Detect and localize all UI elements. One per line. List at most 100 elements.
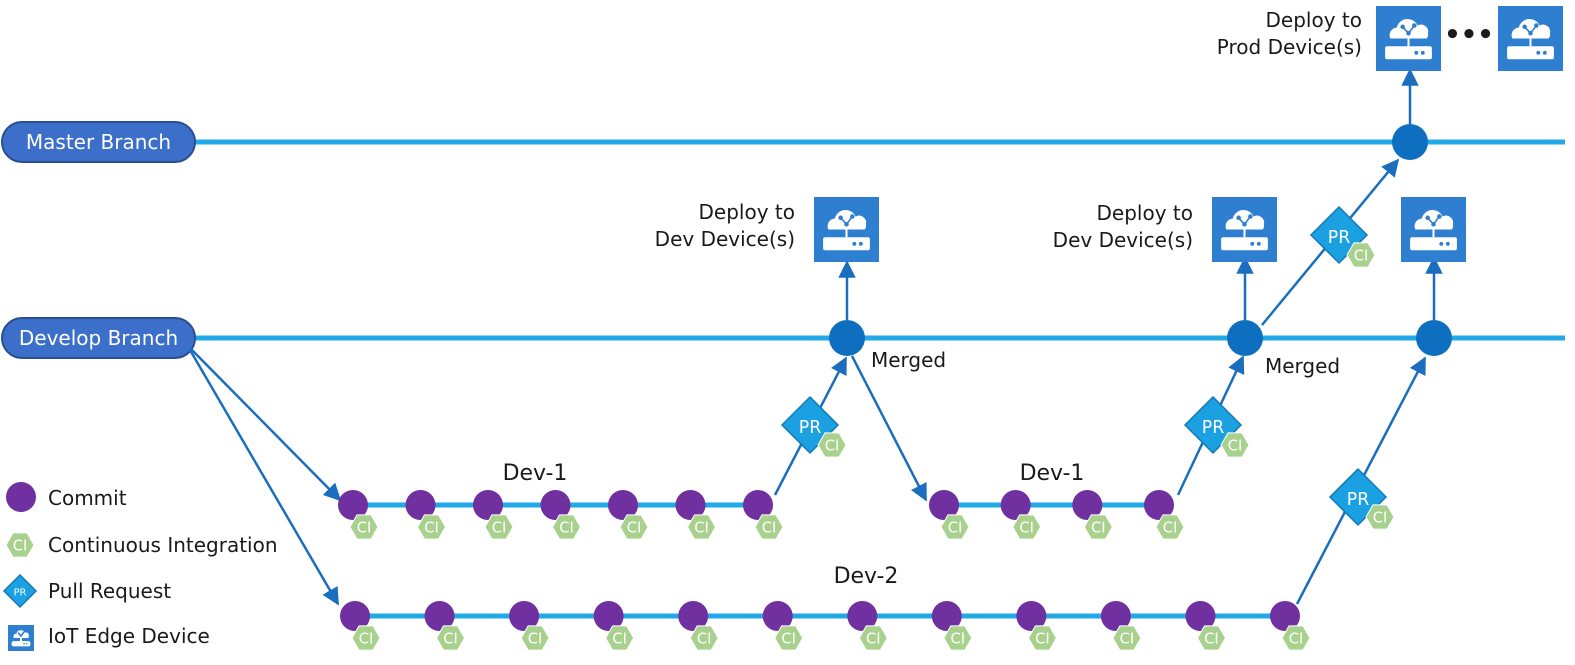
- dev1-first-commit-2: CI: [405, 490, 447, 540]
- master-branch-pill[interactable]: Master Branch: [1, 121, 196, 163]
- dev1-second-commit-1-ci-badge: CI: [940, 514, 970, 540]
- pr-badge-dev1-second-ci-badge: CI: [1220, 432, 1250, 458]
- svg-text:CI: CI: [13, 537, 28, 554]
- dev1-first-commit-1: CI: [338, 490, 379, 540]
- dev2-commit-4-ci-badge: CI: [605, 625, 635, 651]
- dev2-commit-9-ci-badge: CI: [1027, 625, 1057, 651]
- dev2-commit-6-ci-badge: CI: [774, 625, 804, 651]
- merged-label-2: Merged: [1265, 354, 1340, 378]
- merged-label-1: Merged: [871, 348, 946, 372]
- dev2-commit-11: CI: [1185, 601, 1227, 651]
- pr-badge-dev1-first-ci-badge: CI: [817, 432, 847, 458]
- dev2-commit-1: CI: [340, 601, 381, 651]
- legend-icons: CI PR: [2, 482, 38, 651]
- svg-text:CI: CI: [424, 519, 439, 536]
- dev1-first-commit-2-ci-badge: CI: [416, 514, 447, 540]
- svg-text:CI: CI: [359, 630, 374, 647]
- dev2-commit-5: CI: [678, 601, 719, 651]
- deploy-prod-line1: Deploy to: [1266, 8, 1362, 32]
- dev1-first-commit-7-ci-badge: CI: [754, 514, 784, 540]
- svg-text:PR: PR: [1328, 228, 1351, 248]
- svg-text:CI: CI: [1289, 630, 1304, 647]
- svg-text:CI: CI: [948, 519, 963, 536]
- dev2-commit-1-ci-badge: CI: [351, 625, 381, 651]
- dev2-commit-6: CI: [762, 601, 804, 651]
- svg-text:CI: CI: [1120, 630, 1135, 647]
- master-branch-label: Master Branch: [26, 130, 171, 154]
- dev1-second-commit-4-ci-badge: CI: [1155, 514, 1185, 540]
- pr-badge-dev2-ci-badge: CI: [1365, 504, 1395, 530]
- dev2-label: Dev-2: [834, 564, 899, 589]
- dev1-first-commit-4-ci-badge: CI: [551, 514, 582, 540]
- dev1-first-commit-1-ci-badge: CI: [349, 514, 379, 540]
- svg-text:PR: PR: [1347, 490, 1370, 510]
- dev2-commit-10: CI: [1100, 601, 1142, 651]
- dev1-first-commit-6: CI: [675, 490, 717, 540]
- svg-text:CI: CI: [1035, 630, 1050, 647]
- dev2-commit-11-ci-badge: CI: [1196, 625, 1227, 651]
- svg-text:CI: CI: [627, 519, 642, 536]
- develop-branch-pill[interactable]: Develop Branch: [1, 317, 196, 359]
- dev2-commit-7: CI: [847, 601, 888, 651]
- dev1-first-commit-7: CI: [743, 490, 784, 540]
- dev1-first-commit-4: CI: [540, 490, 582, 540]
- svg-text:CI: CI: [866, 630, 881, 647]
- deploy-dev-2-line2: Dev Device(s): [1053, 228, 1193, 252]
- svg-text:CI: CI: [1163, 519, 1178, 536]
- legend-ci-icon: CI: [5, 532, 35, 558]
- develop-branch-label: Develop Branch: [19, 326, 178, 350]
- legend-label-ci: Continuous Integration: [48, 533, 278, 557]
- svg-text:CI: CI: [1354, 247, 1369, 264]
- deploy-dev-2-line1: Deploy to: [1097, 201, 1193, 225]
- svg-text:CI: CI: [825, 437, 840, 454]
- legend-label-iot: IoT Edge Device: [48, 624, 210, 648]
- svg-text:CI: CI: [443, 630, 458, 647]
- svg-text:CI: CI: [1373, 509, 1388, 526]
- legend-iot-device-icon: [8, 625, 34, 651]
- dev1-second-commit-1: CI: [929, 490, 970, 540]
- dev2-commit-8-ci-badge: CI: [943, 625, 973, 651]
- arrow-develop-to-dev1: [189, 347, 342, 502]
- dev1-second-commit-3-ci-badge: CI: [1083, 514, 1113, 540]
- dev2-commit-7-ci-badge: CI: [858, 625, 888, 651]
- iot-device-icon-dev-3: [1401, 197, 1466, 262]
- dev1-first-commits: CI CI CI CI CI CI CI: [338, 490, 784, 540]
- svg-text:PR: PR: [799, 418, 822, 438]
- svg-text:PR: PR: [1202, 418, 1225, 438]
- dev2-commit-4: CI: [593, 601, 635, 651]
- svg-text:CI: CI: [559, 519, 574, 536]
- legend-commit-icon: [6, 482, 36, 512]
- merge-node-develop-3: [1416, 320, 1452, 356]
- svg-text:CI: CI: [1091, 519, 1106, 536]
- svg-text:CI: CI: [1228, 437, 1243, 454]
- svg-text:CI: CI: [697, 630, 712, 647]
- iot-device-icon-prod-2: [1498, 6, 1563, 71]
- dev1-second-label: Dev-1: [1020, 461, 1085, 486]
- legend-pr-icon: PR: [2, 573, 38, 609]
- svg-text:CI: CI: [357, 519, 372, 536]
- merge-nodes: [829, 124, 1452, 356]
- dev2-commit-10-ci-badge: CI: [1112, 625, 1142, 651]
- svg-text:CI: CI: [612, 630, 627, 647]
- dev2-commits: CI CI CI CI CI CI CI CI CI CI CI CI: [340, 601, 1311, 651]
- dev1-first-commit-5-ci-badge: CI: [619, 514, 649, 540]
- merge-node-develop-2: [1227, 320, 1263, 356]
- merge-node-develop-1: [829, 320, 865, 356]
- dev2-commit-8: CI: [931, 601, 973, 651]
- ellipsis-more-devices: •••: [1444, 20, 1494, 50]
- svg-text:CI: CI: [1019, 519, 1034, 536]
- dev2-commit-3-ci-badge: CI: [520, 625, 550, 651]
- svg-text:CI: CI: [951, 630, 966, 647]
- deploy-dev-1-line2: Dev Device(s): [655, 227, 795, 251]
- dev1-first-commit-3-ci-badge: CI: [484, 514, 514, 540]
- svg-text:CI: CI: [528, 630, 543, 647]
- svg-text:CI: CI: [492, 519, 507, 536]
- dev2-commit-5-ci-badge: CI: [689, 625, 719, 651]
